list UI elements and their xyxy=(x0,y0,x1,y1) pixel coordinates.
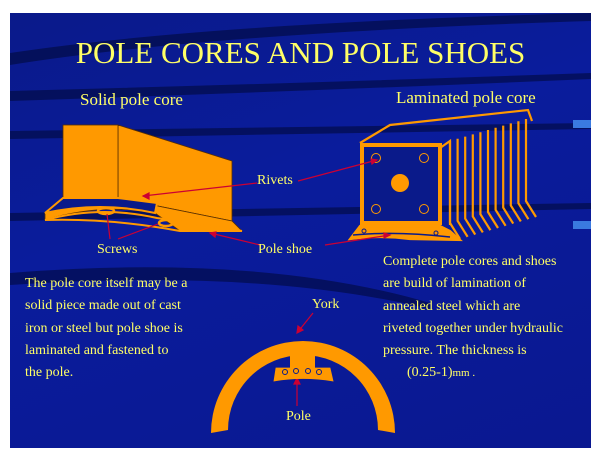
background-stripes xyxy=(10,13,591,309)
text-line: annealed steel which are xyxy=(383,298,521,314)
lamination-plate xyxy=(479,132,492,231)
text-line: The pole core itself may be a xyxy=(25,276,188,291)
thickness-value: (0.25-1) xyxy=(407,365,453,381)
text-line: are build of lamination of xyxy=(383,276,527,292)
rivets-label: Rivets xyxy=(257,173,293,188)
text-line: laminated and fastened to xyxy=(25,342,169,358)
text-line: the pole. xyxy=(25,365,74,381)
lamination-plate xyxy=(524,119,537,218)
diagram-canvas xyxy=(10,13,591,433)
edge-accent xyxy=(573,221,591,229)
slide-title: POLE CORES AND POLE SHOES xyxy=(75,35,526,70)
solid-pole-core-heading: Solid pole core xyxy=(80,90,183,109)
laminated-pole-core-drawing xyxy=(347,108,537,242)
text-line: riveted together under hydraulic xyxy=(383,320,563,336)
york-label: York xyxy=(312,297,340,312)
screws-label: Screws xyxy=(97,242,138,257)
lamination-plate xyxy=(517,121,530,220)
lamination-plate xyxy=(502,125,515,225)
slide: POLE CORES AND POLE SHOES Solid pole cor… xyxy=(10,13,591,448)
lamination-plate xyxy=(509,123,522,222)
thickness-line: (0.25-1)mm . xyxy=(383,362,563,384)
lamination-plate xyxy=(464,136,477,236)
laminated-pole-core-heading: Laminated pole core xyxy=(396,88,536,107)
pole-shoe-label: Pole shoe xyxy=(258,242,313,257)
lamination-plate xyxy=(486,130,499,229)
yoke-drawing xyxy=(211,341,395,433)
right-description: Complete pole cores and shoes are build o… xyxy=(383,251,563,385)
text-line: iron or steel but pole shoe is xyxy=(25,320,183,336)
text-line: Complete pole cores and shoes xyxy=(383,254,557,269)
annotation-arrows xyxy=(106,158,392,406)
left-description: The pole core itself may be a solid piece… xyxy=(25,273,187,384)
lamination-plate xyxy=(456,138,469,238)
text-line: solid piece made out of cast xyxy=(25,298,181,314)
text-line: pressure. The thickness is xyxy=(383,343,527,359)
thickness-unit: mm . xyxy=(452,367,476,380)
lamination-plate xyxy=(471,134,484,233)
lamination-plate xyxy=(494,127,507,227)
pole-label: Pole xyxy=(286,409,311,424)
edge-accent xyxy=(573,120,591,128)
